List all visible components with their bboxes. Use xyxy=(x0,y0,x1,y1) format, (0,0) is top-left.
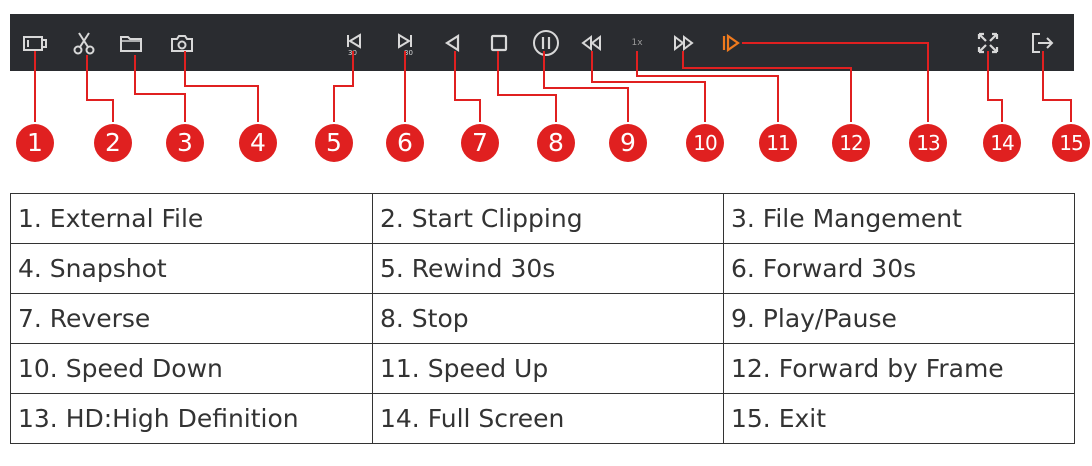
legend-row: 13. HD:High Definition 14. Full Screen 1… xyxy=(10,393,1075,444)
rewind-30s-icon[interactable]: 30 xyxy=(340,29,368,57)
legend-cell: 1. External File xyxy=(10,193,373,244)
legend-cell: 13. HD:High Definition xyxy=(10,393,373,444)
callout-7: 7 xyxy=(461,124,499,162)
callout-12: 12 xyxy=(832,124,870,162)
callout-6: 6 xyxy=(386,124,424,162)
legend-row: 1. External File 2. Start Clipping 3. Fi… xyxy=(10,193,1075,244)
legend-cell: 9. Play/Pause xyxy=(723,293,1075,344)
callout-5: 5 xyxy=(315,124,353,162)
folder-icon[interactable] xyxy=(117,29,145,57)
legend-cell: 3. File Mangement xyxy=(723,193,1075,244)
callout-10: 10 xyxy=(686,124,724,162)
external-file-icon[interactable] xyxy=(21,29,49,57)
legend-cell: 5. Rewind 30s xyxy=(372,243,724,294)
play-pause-icon[interactable] xyxy=(532,29,560,57)
callout-9: 9 xyxy=(609,124,647,162)
callout-11: 11 xyxy=(759,124,797,162)
callout-8: 8 xyxy=(537,124,575,162)
legend-cell: 6. Forward 30s xyxy=(723,243,1075,294)
stop-icon[interactable] xyxy=(485,29,513,57)
legend-cell: 4. Snapshot xyxy=(10,243,373,294)
camera-icon[interactable] xyxy=(168,29,196,57)
callout-13: 13 xyxy=(909,124,947,162)
legend-cell: 7. Reverse xyxy=(10,293,373,344)
legend-cell: 10. Speed Down xyxy=(10,343,373,394)
forward-30s-label: 30 xyxy=(404,49,413,57)
legend-table: 1. External File 2. Start Clipping 3. Fi… xyxy=(10,193,1075,444)
callout-2: 2 xyxy=(94,124,132,162)
forward-frame-icon[interactable] xyxy=(716,29,744,57)
full-screen-icon[interactable] xyxy=(974,29,1002,57)
speed-down-icon[interactable] xyxy=(578,29,606,57)
legend-cell: 2. Start Clipping xyxy=(372,193,724,244)
callout-15: 15 xyxy=(1052,124,1090,162)
speed-indicator: 1x xyxy=(631,38,643,48)
legend-row: 10. Speed Down 11. Speed Up 12. Forward … xyxy=(10,343,1075,394)
legend-cell: 14. Full Screen xyxy=(372,393,724,444)
scissors-icon[interactable] xyxy=(70,29,98,57)
rewind-30s-label: 30 xyxy=(348,49,357,57)
legend-cell: 8. Stop xyxy=(372,293,724,344)
reverse-icon[interactable] xyxy=(439,29,467,57)
forward-30s-icon[interactable]: 30 xyxy=(391,29,419,57)
callout-4: 4 xyxy=(239,124,277,162)
callout-1: 1 xyxy=(16,124,54,162)
legend-cell: 12. Forward by Frame xyxy=(723,343,1075,394)
callout-14: 14 xyxy=(983,124,1021,162)
legend-row: 4. Snapshot 5. Rewind 30s 6. Forward 30s xyxy=(10,243,1075,294)
legend-cell: 11. Speed Up xyxy=(372,343,724,394)
callout-3: 3 xyxy=(166,124,204,162)
playback-toolbar: 30 30 1x xyxy=(10,14,1074,71)
legend-cell: 15. Exit xyxy=(723,393,1075,444)
exit-icon[interactable] xyxy=(1028,29,1056,57)
speed-up-icon[interactable] xyxy=(669,29,697,57)
legend-row: 7. Reverse 8. Stop 9. Play/Pause xyxy=(10,293,1075,344)
